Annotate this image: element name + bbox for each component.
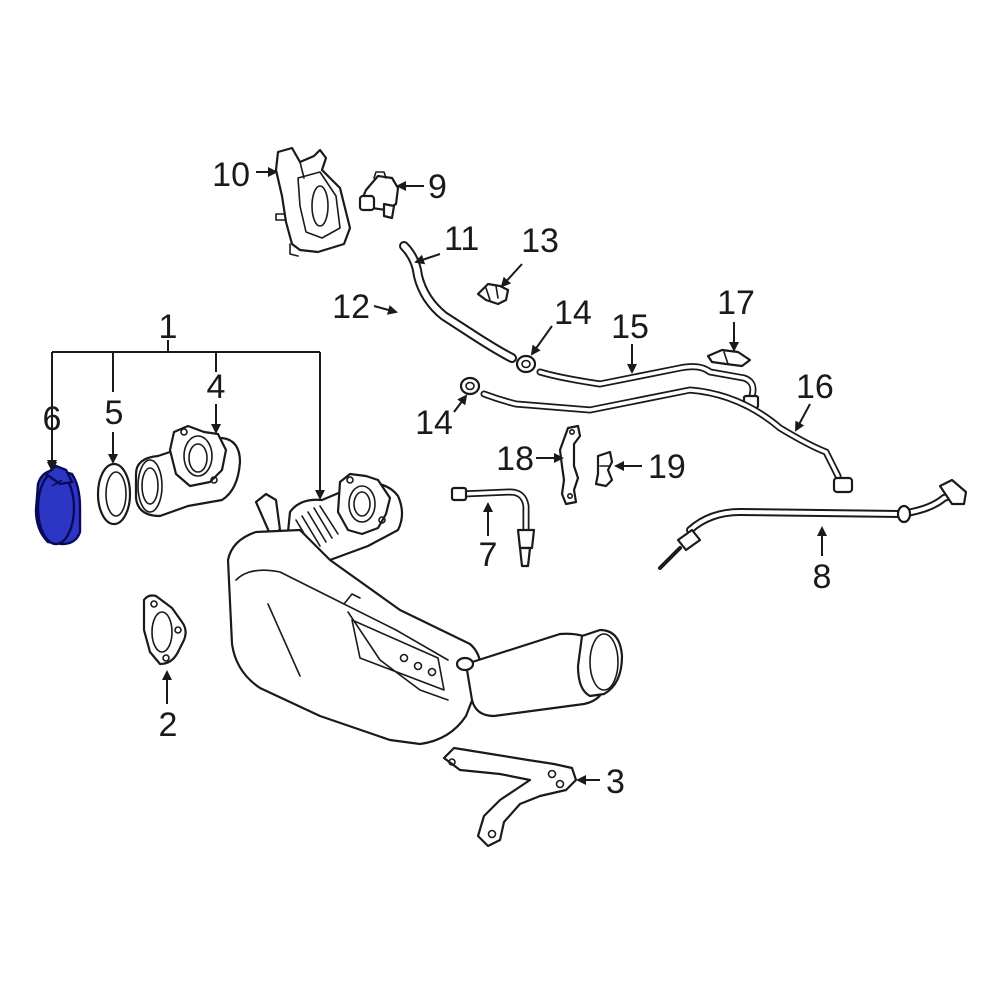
part-5-gasket[interactable] bbox=[96, 462, 132, 526]
callout-7: 7 bbox=[479, 536, 498, 574]
callout-leaders bbox=[47, 167, 827, 785]
callout-3: 3 bbox=[606, 763, 625, 801]
part-4-pipe[interactable] bbox=[134, 424, 242, 518]
part-19-clip[interactable] bbox=[594, 450, 614, 488]
part-3-bracket[interactable] bbox=[442, 746, 578, 848]
part-12-tube[interactable] bbox=[389, 255, 443, 375]
part-6-clamp[interactable] bbox=[34, 464, 82, 546]
callout-16: 16 bbox=[796, 368, 834, 406]
callout-1: 1 bbox=[159, 308, 178, 346]
part-14-grommet-lower[interactable] bbox=[459, 376, 481, 396]
part-15-tube[interactable] bbox=[536, 363, 760, 410]
callout-18: 18 bbox=[496, 440, 534, 478]
callout-4: 4 bbox=[207, 368, 226, 406]
callout-19: 19 bbox=[648, 448, 686, 486]
callout-11: 11 bbox=[444, 220, 479, 258]
callout-1-bracket-leader bbox=[47, 340, 325, 500]
callout-17: 17 bbox=[717, 284, 755, 322]
part-8-sensor[interactable] bbox=[658, 478, 968, 570]
callout-10: 10 bbox=[212, 156, 250, 194]
part-10-bracket[interactable] bbox=[274, 146, 352, 257]
part-17-clip[interactable] bbox=[706, 348, 752, 368]
part-18-bracket[interactable] bbox=[558, 424, 582, 506]
part-2-gasket[interactable] bbox=[142, 594, 187, 666]
part-7-sensor[interactable] bbox=[450, 486, 536, 568]
part-13-clip[interactable] bbox=[476, 282, 510, 306]
part-14-grommet-upper[interactable] bbox=[515, 354, 537, 374]
callout-13: 13 bbox=[521, 222, 559, 260]
callout-9: 9 bbox=[428, 168, 447, 206]
callout-15: 15 bbox=[611, 308, 649, 346]
callout-14-lower: 14 bbox=[415, 404, 453, 442]
callout-6: 6 bbox=[43, 400, 62, 438]
callout-14-upper: 14 bbox=[554, 294, 592, 332]
part-16-tube[interactable] bbox=[480, 386, 854, 494]
part-1-converter-assembly[interactable] bbox=[226, 472, 624, 746]
part-11-tube[interactable] bbox=[399, 241, 517, 363]
callout-2: 2 bbox=[159, 706, 178, 744]
part-9-sensor[interactable] bbox=[358, 171, 400, 220]
callout-8: 8 bbox=[813, 558, 832, 596]
callout-12: 12 bbox=[332, 288, 370, 326]
callout-5: 5 bbox=[105, 394, 124, 432]
